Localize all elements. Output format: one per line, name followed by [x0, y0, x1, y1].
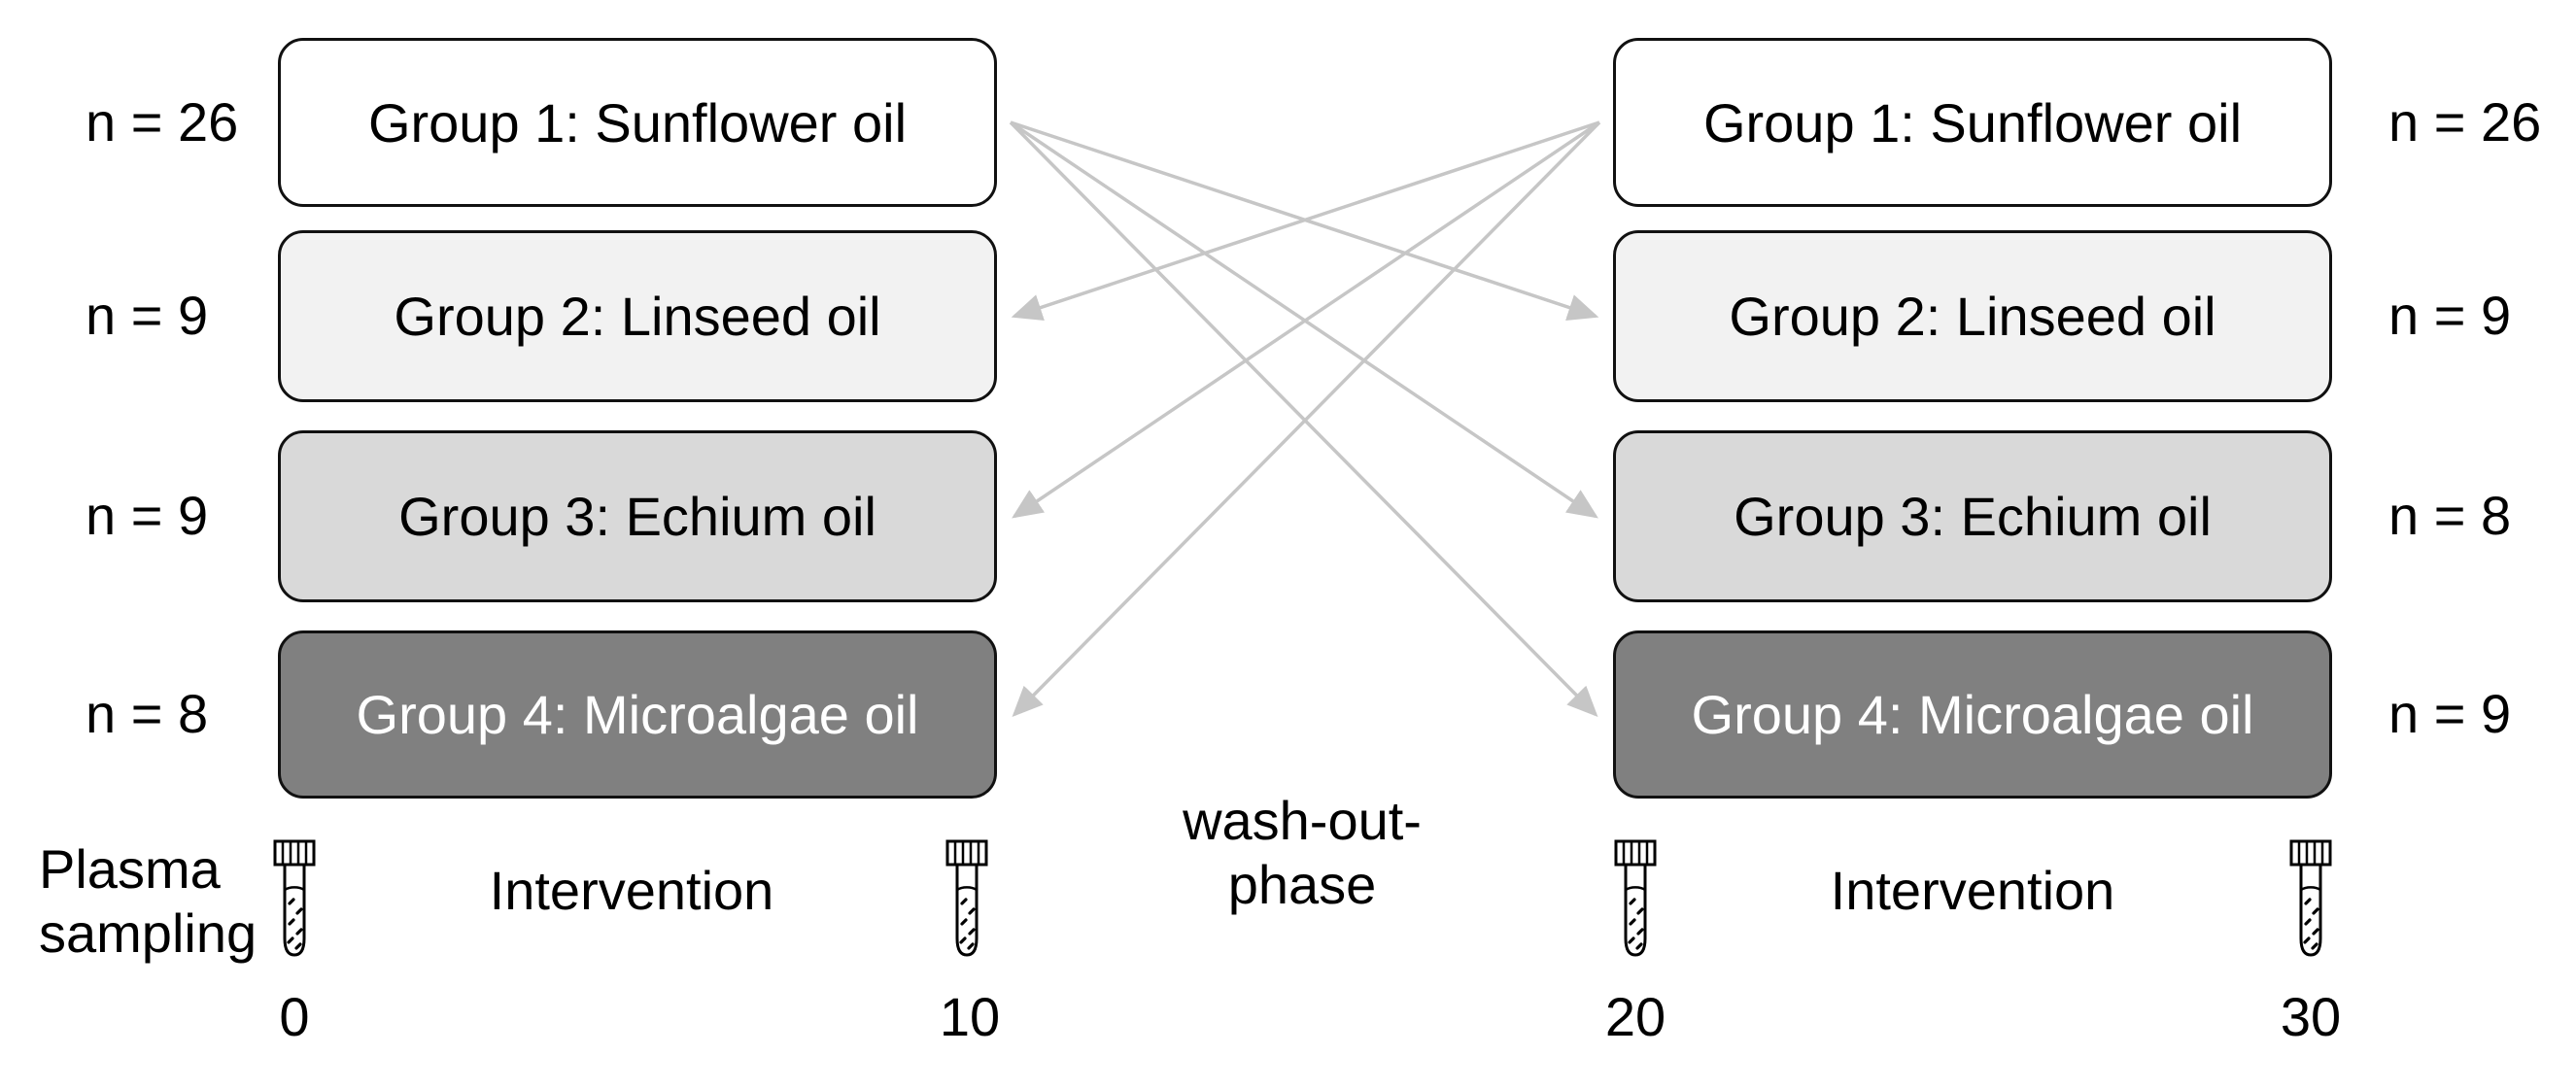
- plasma-sampling-line2: sampling: [39, 902, 258, 964]
- timepoint-20: 20: [1604, 986, 1666, 1047]
- group-box-phase1-echium: Group 3: Echium oil: [278, 430, 997, 602]
- test-tube-icon: [273, 839, 316, 957]
- group-box-phase1-microalgae: Group 4: Microalgae oil: [278, 630, 997, 799]
- n-label-phase1-group2: n = 9: [86, 285, 209, 346]
- test-tube-icon: [1614, 839, 1657, 957]
- n-label-phase2-group4: n = 9: [2388, 683, 2512, 744]
- test-tube-icon: [945, 839, 988, 957]
- group-box-phase1-linseed: Group 2: Linseed oil: [278, 230, 997, 402]
- group-box-phase2-sunflower: Group 1: Sunflower oil: [1613, 38, 2332, 207]
- washout-phase-line1: wash-out-: [1183, 790, 1422, 851]
- group-box-phase2-linseed: Group 2: Linseed oil: [1613, 230, 2332, 402]
- crossover-arrow: [1010, 120, 1599, 321]
- n-label-phase2-group3: n = 8: [2388, 485, 2512, 546]
- n-label-phase1-group3: n = 9: [86, 485, 209, 546]
- crossover-arrow: [1012, 120, 1601, 717]
- washout-phase-label: wash-out- phase: [1108, 789, 1496, 917]
- plasma-sampling-line1: Plasma: [39, 838, 221, 900]
- n-label-phase1-group4: n = 8: [86, 683, 209, 744]
- crossover-arrow: [1010, 120, 1598, 519]
- n-label-phase2-group2: n = 9: [2388, 285, 2512, 346]
- group-box-phase2-echium: Group 3: Echium oil: [1613, 430, 2332, 602]
- n-label-phase2-group1: n = 26: [2388, 91, 2542, 153]
- test-tube-icon: [2289, 839, 2332, 957]
- timepoint-10: 10: [939, 986, 1001, 1047]
- crossover-arrow: [1009, 120, 1598, 717]
- washout-phase-line2: phase: [1227, 854, 1377, 915]
- crossover-arrow: [1011, 120, 1600, 321]
- group-box-phase1-sunflower: Group 1: Sunflower oil: [278, 38, 997, 207]
- timepoint-30: 30: [2280, 986, 2342, 1047]
- group-box-phase2-microalgae: Group 4: Microalgae oil: [1613, 630, 2332, 799]
- intervention-label-phase2: Intervention: [1830, 860, 2115, 921]
- timepoint-0: 0: [279, 986, 310, 1047]
- crossover-arrow: [1012, 120, 1600, 519]
- plasma-sampling-label: Plasma sampling: [39, 837, 292, 966]
- n-label-phase1-group1: n = 26: [86, 91, 239, 153]
- intervention-label-phase1: Intervention: [489, 860, 774, 921]
